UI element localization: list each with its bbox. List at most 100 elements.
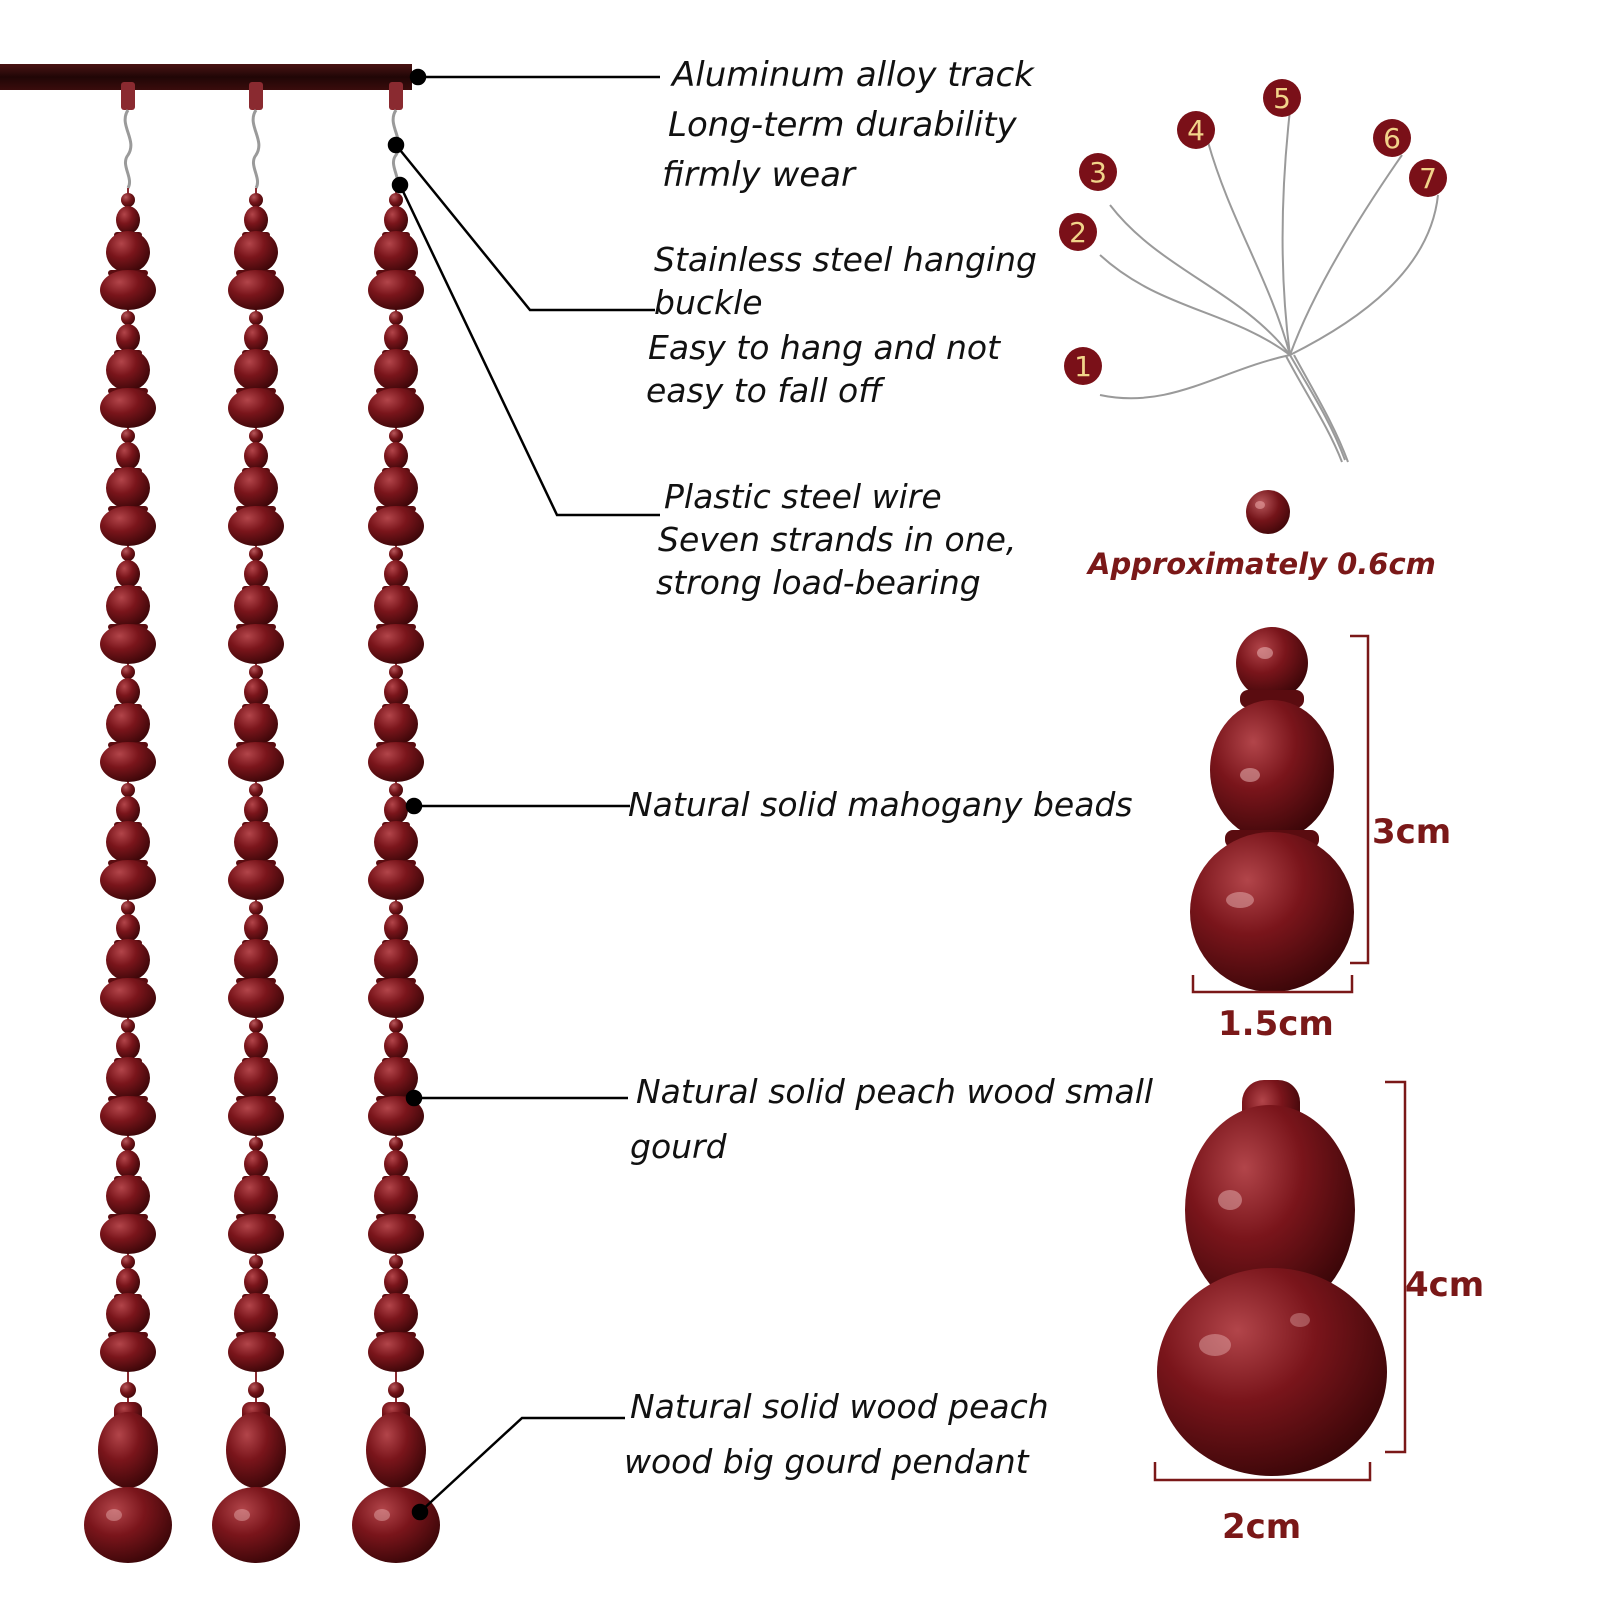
label-big-gourd-line-2: wood big gourd pendant	[624, 1442, 1029, 1481]
gourd-middle	[374, 703, 418, 745]
gourd-top	[384, 796, 408, 824]
small-gourd-sample	[1190, 627, 1354, 992]
bead-strands	[84, 82, 440, 1563]
leader-dot-small-gourd	[405, 1089, 423, 1107]
spacer-bead	[388, 1382, 404, 1398]
big-gourd-height: 4cm	[1405, 1265, 1485, 1305]
gourd-middle	[106, 1175, 150, 1217]
gourd-top	[244, 324, 268, 352]
gourd-bottom	[368, 860, 424, 900]
gourd-bottom	[368, 1096, 424, 1136]
gourd-bottom	[228, 1096, 284, 1136]
gourd-top	[384, 442, 408, 470]
gourd-middle	[106, 349, 150, 391]
spacer-bead	[249, 1255, 263, 1269]
gourd-middle	[374, 231, 418, 273]
spacer-bead	[389, 783, 403, 797]
leader-big-gourd	[419, 1416, 625, 1513]
leader-wire	[398, 184, 660, 517]
gourd-bottom	[100, 1096, 156, 1136]
label-mahogany: Natural solid mahogany beads	[628, 788, 1133, 821]
gourd-middle	[234, 1057, 278, 1099]
gourd-bottom	[100, 978, 156, 1018]
gourd-bottom	[100, 388, 156, 428]
strand-badge-circle	[1409, 159, 1447, 197]
pendant-bottom	[84, 1487, 172, 1563]
spacer-bead	[389, 311, 403, 325]
label-buckle-line-1: Stainless steel hanging	[654, 240, 1037, 279]
label-big-gourd: Natural solid wood peach wood big gourd …	[624, 1390, 1049, 1478]
gourd-top	[116, 1032, 140, 1060]
gourd-bottom	[368, 506, 424, 546]
gourd-top	[116, 914, 140, 942]
gourd-bottom	[228, 270, 284, 310]
gourd-top	[384, 914, 408, 942]
gourd-bottom	[100, 742, 156, 782]
label-buckle-line-2: buckle	[654, 283, 763, 322]
track-runner	[389, 82, 403, 110]
gourd-bottom	[100, 860, 156, 900]
pendant-top	[98, 1412, 158, 1488]
gourd-top	[116, 442, 140, 470]
strand-badge: 5	[1263, 79, 1301, 117]
gourd-top	[384, 206, 408, 234]
aluminum-track	[0, 64, 412, 90]
gourd-top	[116, 1268, 140, 1296]
strand-badge-circle	[1177, 111, 1215, 149]
spacer-bead	[121, 547, 135, 561]
gourd-middle	[106, 939, 150, 981]
bead-strand	[212, 82, 300, 1563]
gourd-middle	[234, 703, 278, 745]
label-wire-line-1: Plastic steel wire	[664, 477, 942, 516]
gourd-bottom	[228, 860, 284, 900]
spacer-bead	[389, 1019, 403, 1033]
gourd-bottom	[368, 270, 424, 310]
label-track-line-2: Long-term durability	[668, 105, 1017, 145]
gourd-middle	[374, 1057, 418, 1099]
gourd-middle	[106, 585, 150, 627]
gourd-top	[384, 1032, 408, 1060]
big-gourd-dimension-lines	[1153, 1080, 1407, 1482]
gourd-top	[116, 796, 140, 824]
hanging-buckle	[251, 109, 261, 189]
gourd-top	[116, 206, 140, 234]
gourd-bottom	[228, 978, 284, 1018]
gourd-bottom	[228, 1332, 284, 1372]
leader-dot-big-gourd	[411, 1503, 429, 1521]
gourd-bottom	[100, 506, 156, 546]
strand-badge-number: 7	[1419, 162, 1437, 195]
label-buckle: Stainless steel hanging buckle Easy to h…	[646, 240, 1037, 407]
spacer-bead	[248, 1382, 264, 1398]
spacer-bead	[121, 1019, 135, 1033]
spacer-bead	[389, 547, 403, 561]
spacer-bead	[249, 1137, 263, 1151]
gourd-top	[384, 678, 408, 706]
strand-badge: 1	[1064, 347, 1102, 385]
gourd-bottom	[100, 1332, 156, 1372]
small-gourd-height: 3cm	[1372, 812, 1452, 852]
gourd-middle	[106, 821, 150, 863]
gourd-middle	[106, 703, 150, 745]
strand-badge: 3	[1079, 153, 1117, 191]
spacer-bead	[389, 1255, 403, 1269]
leader-dot-mahogany	[405, 797, 423, 815]
spacer-bead	[120, 1382, 136, 1398]
label-wire-line-3: strong load-bearing	[656, 563, 981, 602]
gourd-bottom	[368, 1332, 424, 1372]
big-gourd-sample	[1157, 1080, 1387, 1476]
gourd-top	[384, 1150, 408, 1178]
pendant-bottom	[212, 1487, 300, 1563]
gourd-bottom	[368, 624, 424, 664]
gourd-top	[384, 560, 408, 588]
label-wire: Plastic steel wire Seven strands in one,…	[656, 477, 1016, 599]
gourd-bottom	[368, 1214, 424, 1254]
gourd-bottom	[228, 388, 284, 428]
gourd-top	[244, 1150, 268, 1178]
strand-badge-circle	[1079, 153, 1117, 191]
gourd-top	[116, 324, 140, 352]
gourd-bottom	[368, 388, 424, 428]
spacer-bead	[249, 783, 263, 797]
gourd-middle	[374, 821, 418, 863]
spacer-bead	[389, 193, 403, 207]
